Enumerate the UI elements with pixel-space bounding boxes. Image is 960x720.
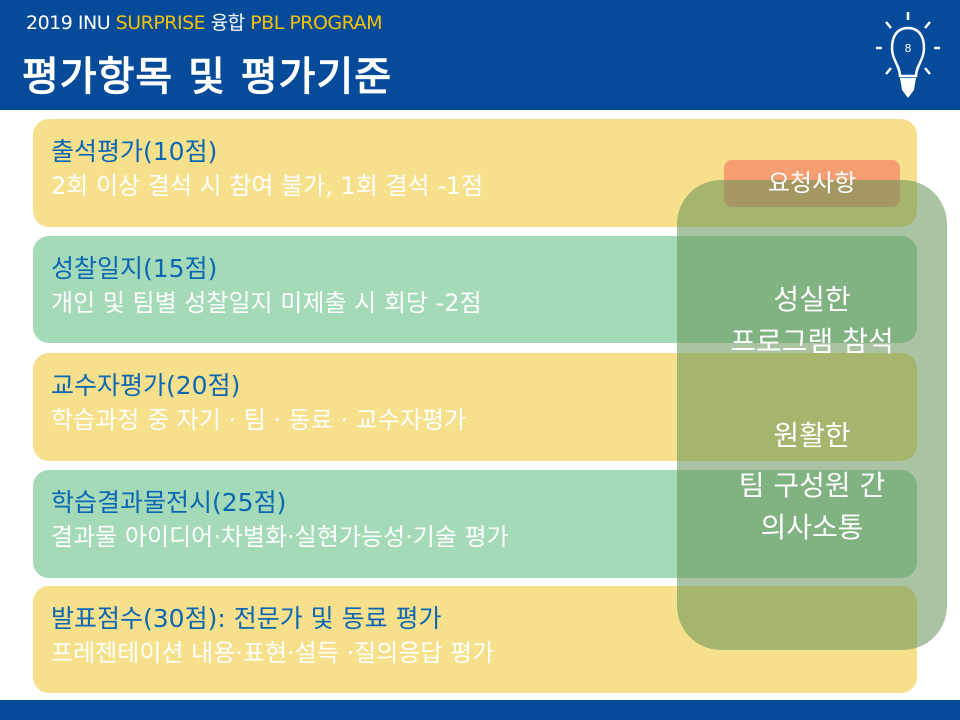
item-desc: 2회 이상 결석 시 참여 불가, 1회 결석 -1점 — [51, 172, 484, 200]
page-number: 8 — [905, 42, 912, 55]
subtitle-surprise: SURPRISE — [115, 12, 206, 34]
item-title: 교수자평가(20점) — [51, 371, 241, 400]
request-line: 팀 구성원 간 — [738, 469, 886, 502]
item-desc: 학습과정 중 자기 · 팀 · 동료 · 교수자평가 — [51, 406, 467, 434]
subtitle-prefix: 2019 INU — [26, 12, 116, 34]
item-title: 출석평가(10점) — [51, 137, 218, 166]
item-title: 성찰일지(15점) — [51, 254, 218, 283]
item-title: 학습결과물전시(25점) — [51, 488, 287, 517]
item-desc: 프레젠테이션 내용·표현·설득 ·질의응답 평가 — [51, 639, 495, 667]
requests-badge: 요청사항 — [767, 169, 857, 197]
subtitle-pbl: PBL PROGRAM — [250, 12, 382, 34]
program-subtitle: 2019 INU SURPRISE 융합 PBL PROGRAM — [26, 8, 382, 35]
header-bar: 2019 INU SURPRISE 융합 PBL PROGRAM 평가항목 및 … — [0, 0, 960, 110]
request-line: 프로그램 참석 — [730, 325, 894, 358]
request-line: 성실한 — [773, 283, 851, 316]
footer-bar — [0, 700, 960, 720]
item-title: 발표점수(30점): 전문가 및 동료 평가 — [51, 604, 442, 633]
item-desc: 결과물 아이디어·차별화·실현가능성·기술 평가 — [51, 523, 509, 551]
page-title: 평가항목 및 평가기준 — [22, 54, 393, 100]
request-line: 원활한 — [773, 419, 851, 452]
subtitle-mid: 융합 — [205, 12, 251, 34]
item-desc: 개인 및 팀별 성찰일지 미제출 시 회당 -2점 — [51, 289, 482, 317]
lightbulb-icon: 8 — [876, 12, 940, 98]
request-line: 의사소통 — [760, 511, 864, 544]
requests-panel — [677, 180, 947, 650]
